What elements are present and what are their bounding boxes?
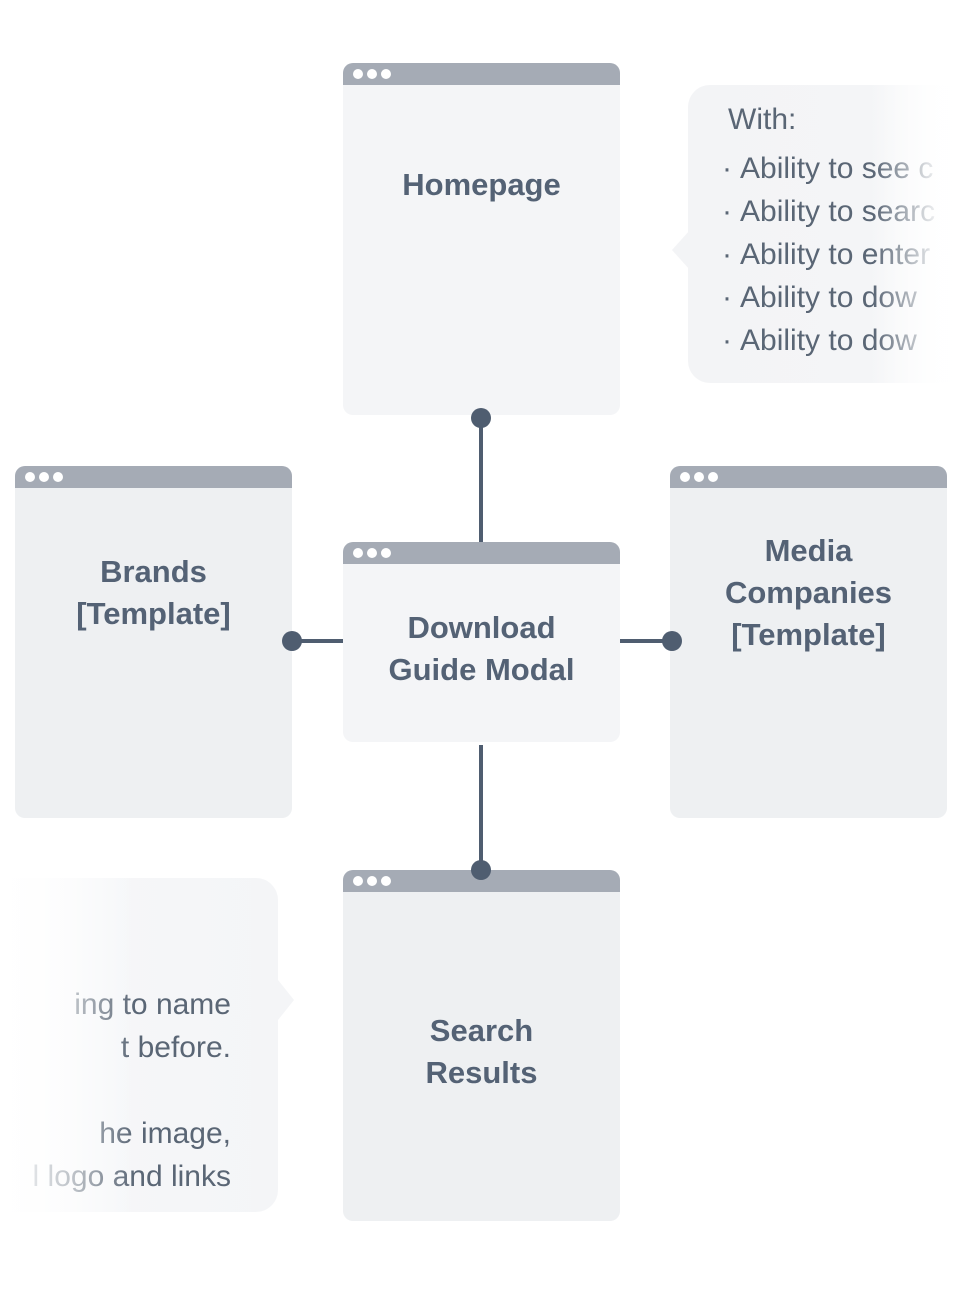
window-titlebar xyxy=(343,63,620,85)
card-title: Homepage xyxy=(402,167,561,202)
connector-brands-modal xyxy=(292,639,343,643)
page-card-homepage[interactable]: Homepage xyxy=(343,63,620,415)
connector-node xyxy=(282,631,302,651)
window-dots-icon xyxy=(25,472,63,482)
window-dots-icon xyxy=(680,472,718,482)
connector-node xyxy=(471,408,491,428)
card-title: Media Companies [Template] xyxy=(724,533,893,652)
callout-search-notes: ing to name t before. he image, l logo a… xyxy=(0,878,278,1212)
note-line: e xyxy=(33,1198,231,1212)
window-titlebar xyxy=(343,542,620,564)
callout-pointer-search xyxy=(278,980,294,1020)
connector-modal-media xyxy=(620,639,673,643)
page-card-brands[interactable]: Brands [Template] xyxy=(15,466,292,818)
page-card-media-companies[interactable]: Media Companies [Template] xyxy=(670,466,947,818)
window-titlebar xyxy=(670,466,947,488)
connector-homepage-modal xyxy=(479,418,483,544)
card-title: Brands [Template] xyxy=(76,554,231,631)
page-card-search-results[interactable]: Search Results xyxy=(343,870,620,1221)
window-dots-icon xyxy=(353,548,391,558)
callout-heading: With: xyxy=(728,103,797,136)
card-title: Search Results xyxy=(425,1012,538,1090)
fade-overlay xyxy=(0,878,135,1212)
connector-node xyxy=(471,860,491,880)
window-dots-icon xyxy=(353,876,391,886)
callout-pointer-homepage xyxy=(672,230,690,270)
fade-overlay xyxy=(873,85,960,383)
page-card-download-modal[interactable]: Download Guide Modal xyxy=(343,542,620,742)
window-titlebar xyxy=(15,466,292,488)
card-title: Download Guide Modal xyxy=(388,610,575,687)
window-dots-icon xyxy=(353,69,391,79)
callout-homepage-features: With: Ability to see c Ability to searc … xyxy=(688,85,960,383)
note-line: t before. xyxy=(120,1031,231,1064)
window-titlebar xyxy=(343,870,620,892)
connector-modal-search xyxy=(479,745,483,870)
connector-node xyxy=(662,631,682,651)
